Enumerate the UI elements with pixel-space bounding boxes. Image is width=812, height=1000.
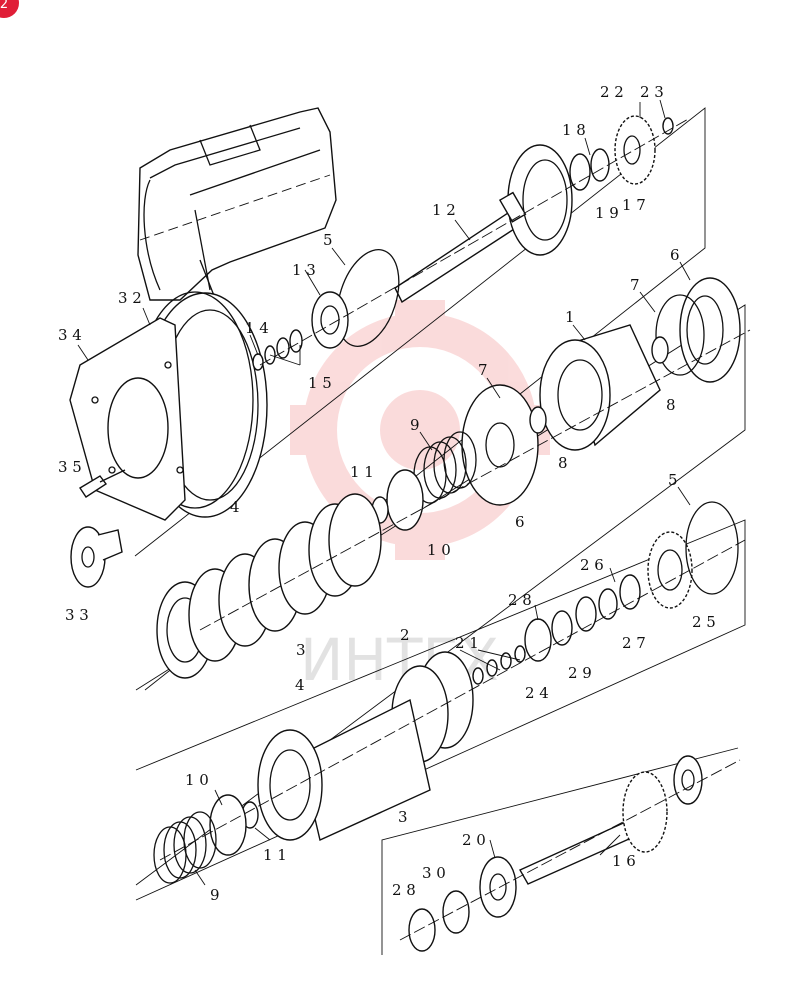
label-32: 3 2 <box>118 289 142 307</box>
label-27: 2 7 <box>622 634 646 652</box>
label-23: 2 3 <box>640 83 664 101</box>
label-5-top: 5 <box>323 231 333 249</box>
ring-7-right <box>655 294 705 376</box>
label-28-mid: 2 8 <box>508 591 532 609</box>
label-20: 2 0 <box>462 831 486 849</box>
badge-circle <box>0 0 19 18</box>
snap-ring-5-top <box>336 249 400 347</box>
label-7-top: 7 <box>630 276 640 294</box>
label-28-bottom: 2 8 <box>392 881 416 899</box>
drum-6 <box>679 277 741 383</box>
label-11-bottom: 1 1 <box>263 846 287 864</box>
label-9-bottom: 9 <box>210 886 220 904</box>
clutch-pack-lower <box>257 651 474 841</box>
label-8-right: 8 <box>666 396 676 414</box>
bell-housing <box>69 291 268 521</box>
gear-25 <box>647 531 693 609</box>
ring-8-mid <box>529 406 547 434</box>
label-9-top: 9 <box>410 416 420 434</box>
label-15: 1 5 <box>308 374 332 392</box>
label-26: 2 6 <box>580 556 604 574</box>
label-19: 1 9 <box>595 204 619 222</box>
bearing-18 <box>569 148 610 191</box>
bearing-20 <box>479 856 517 918</box>
label-22: 2 2 <box>600 83 624 101</box>
transmission-housing <box>137 107 337 317</box>
axis-lines <box>159 117 751 941</box>
label-4-top: 4 <box>230 498 240 516</box>
label-6-mid: 6 <box>515 513 525 531</box>
label-6-top: 6 <box>670 246 680 264</box>
retainer-10-bottom <box>209 794 247 856</box>
watermark-gear-hub <box>380 390 460 470</box>
flange-33 <box>70 526 123 588</box>
label-8-mid: 8 <box>558 454 568 472</box>
label-34: 3 4 <box>58 326 82 344</box>
part-labels: 2 2 2 3 1 8 1 9 1 7 1 2 5 1 3 3 2 3 4 1 … <box>58 83 716 904</box>
spring-9-bottom <box>153 811 217 884</box>
label-16: 1 6 <box>612 852 636 870</box>
label-5-right: 5 <box>668 471 678 489</box>
label-24: 2 4 <box>525 684 549 702</box>
bearing-13 <box>311 291 349 349</box>
corner-badge: 2 <box>0 0 19 18</box>
label-14: 1 4 <box>245 319 269 337</box>
label-13: 1 3 <box>292 261 316 279</box>
snap-ring-5-right <box>685 501 739 595</box>
label-7-mid: 7 <box>478 361 488 379</box>
clutch-pack-upper <box>156 493 382 679</box>
input-shaft-12 <box>394 144 573 304</box>
bolt-35 <box>79 469 126 498</box>
rings-21-24 <box>472 645 526 685</box>
label-3-top: 3 <box>296 641 306 659</box>
label-18: 1 8 <box>562 121 586 139</box>
label-10-top: 1 0 <box>427 541 451 559</box>
badge-number: 2 <box>0 0 8 12</box>
label-1: 1 <box>565 308 575 326</box>
label-4-bottom: 4 <box>295 676 305 694</box>
bearing-30 <box>442 890 470 934</box>
label-29: 2 9 <box>568 664 592 682</box>
label-3-bottom: 3 <box>398 808 408 826</box>
label-12: 1 2 <box>432 201 456 219</box>
drum-1 <box>539 324 661 451</box>
retainer-10-top <box>386 469 424 531</box>
ring-8-right <box>651 336 669 364</box>
label-30: 3 0 <box>422 864 446 882</box>
label-17: 1 7 <box>622 196 646 214</box>
label-10-bottom: 1 0 <box>185 771 209 789</box>
label-33: 3 3 <box>65 606 89 624</box>
piston-assembly <box>461 384 539 506</box>
label-25: 2 5 <box>692 613 716 631</box>
label-21: 2 1 <box>455 634 479 652</box>
bearing-28-bottom <box>408 908 436 952</box>
bearings-26-29 <box>524 574 641 662</box>
ring-23 <box>662 117 674 135</box>
label-2: 2 <box>400 626 410 644</box>
label-11-top: 1 1 <box>350 463 374 481</box>
label-35: 3 5 <box>58 458 82 476</box>
output-shaft-16 <box>519 755 703 885</box>
leader-lines <box>77 99 691 886</box>
